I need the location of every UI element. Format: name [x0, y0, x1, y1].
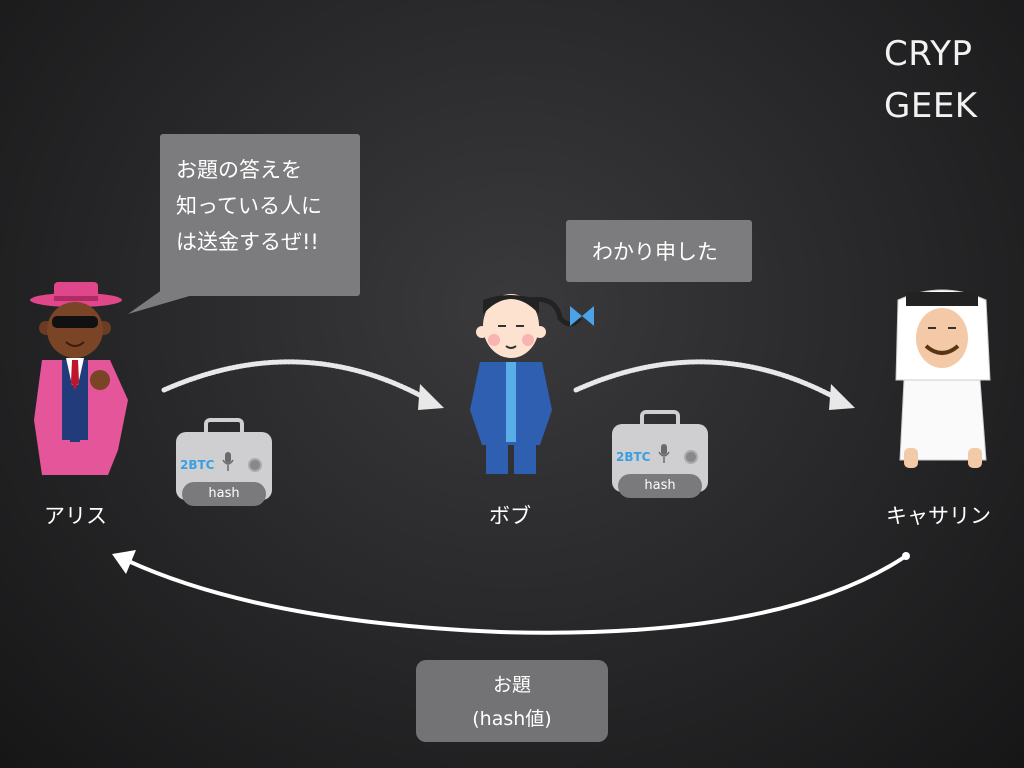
bob-name-label: ボブ	[489, 504, 531, 528]
alice-name-label: アリス	[44, 504, 107, 528]
radio-handle	[640, 410, 680, 428]
arrow-catherine-to-alice-tail-dot	[902, 552, 910, 560]
riddle-box: お題 (hash値)	[416, 660, 608, 742]
catherine-figure	[895, 289, 991, 468]
arrow-alice-to-bob-head	[418, 384, 444, 410]
arrow-catherine-to-alice-head	[112, 550, 136, 574]
brand-line-2: GEEK	[884, 86, 978, 126]
alice-bubble-line-3: は送金するぜ!!	[176, 230, 319, 254]
brand-line-1: CRYP	[884, 34, 973, 74]
brand-logo: CRYP GEEK	[884, 28, 978, 132]
radio-device-1: 2BTC hash	[176, 418, 272, 506]
alice-bubble-line-1: お題の答えを	[176, 158, 302, 182]
alice-bubble-line-2: 知っている人に	[176, 194, 322, 218]
bob-bubble-text: わかり申した	[592, 240, 718, 264]
microphone-icon	[658, 444, 670, 463]
riddle-line-1: お題	[492, 674, 531, 696]
radio-handle	[204, 418, 244, 436]
radio-body: 2BTC hash	[176, 432, 272, 506]
radio-knob-icon	[248, 458, 262, 472]
catherine-name-label: キャサリン	[886, 504, 991, 528]
radio-amount: 2BTC	[180, 458, 215, 472]
radio-device-2: 2BTC hash	[612, 410, 708, 498]
arrow-alice-to-bob	[161, 359, 428, 401]
radio-display: hash	[182, 482, 266, 506]
bob-speech-bubble: わかり申した	[566, 220, 752, 282]
radio-display: hash	[618, 474, 702, 498]
alice-figure	[30, 282, 128, 475]
arrow-bob-to-catherine-head	[829, 384, 855, 410]
alice-speech-bubble: お題の答えを 知っている人に は送金するぜ!!	[160, 134, 360, 296]
radio-body: 2BTC hash	[612, 424, 708, 498]
microphone-icon	[222, 452, 234, 471]
radio-amount: 2BTC	[616, 450, 651, 464]
riddle-line-2: (hash値)	[472, 708, 552, 730]
arrow-catherine-to-alice	[125, 554, 908, 635]
bob-figure	[470, 294, 594, 474]
radio-knob-icon	[684, 450, 698, 464]
arrow-bob-to-catherine	[573, 359, 839, 401]
